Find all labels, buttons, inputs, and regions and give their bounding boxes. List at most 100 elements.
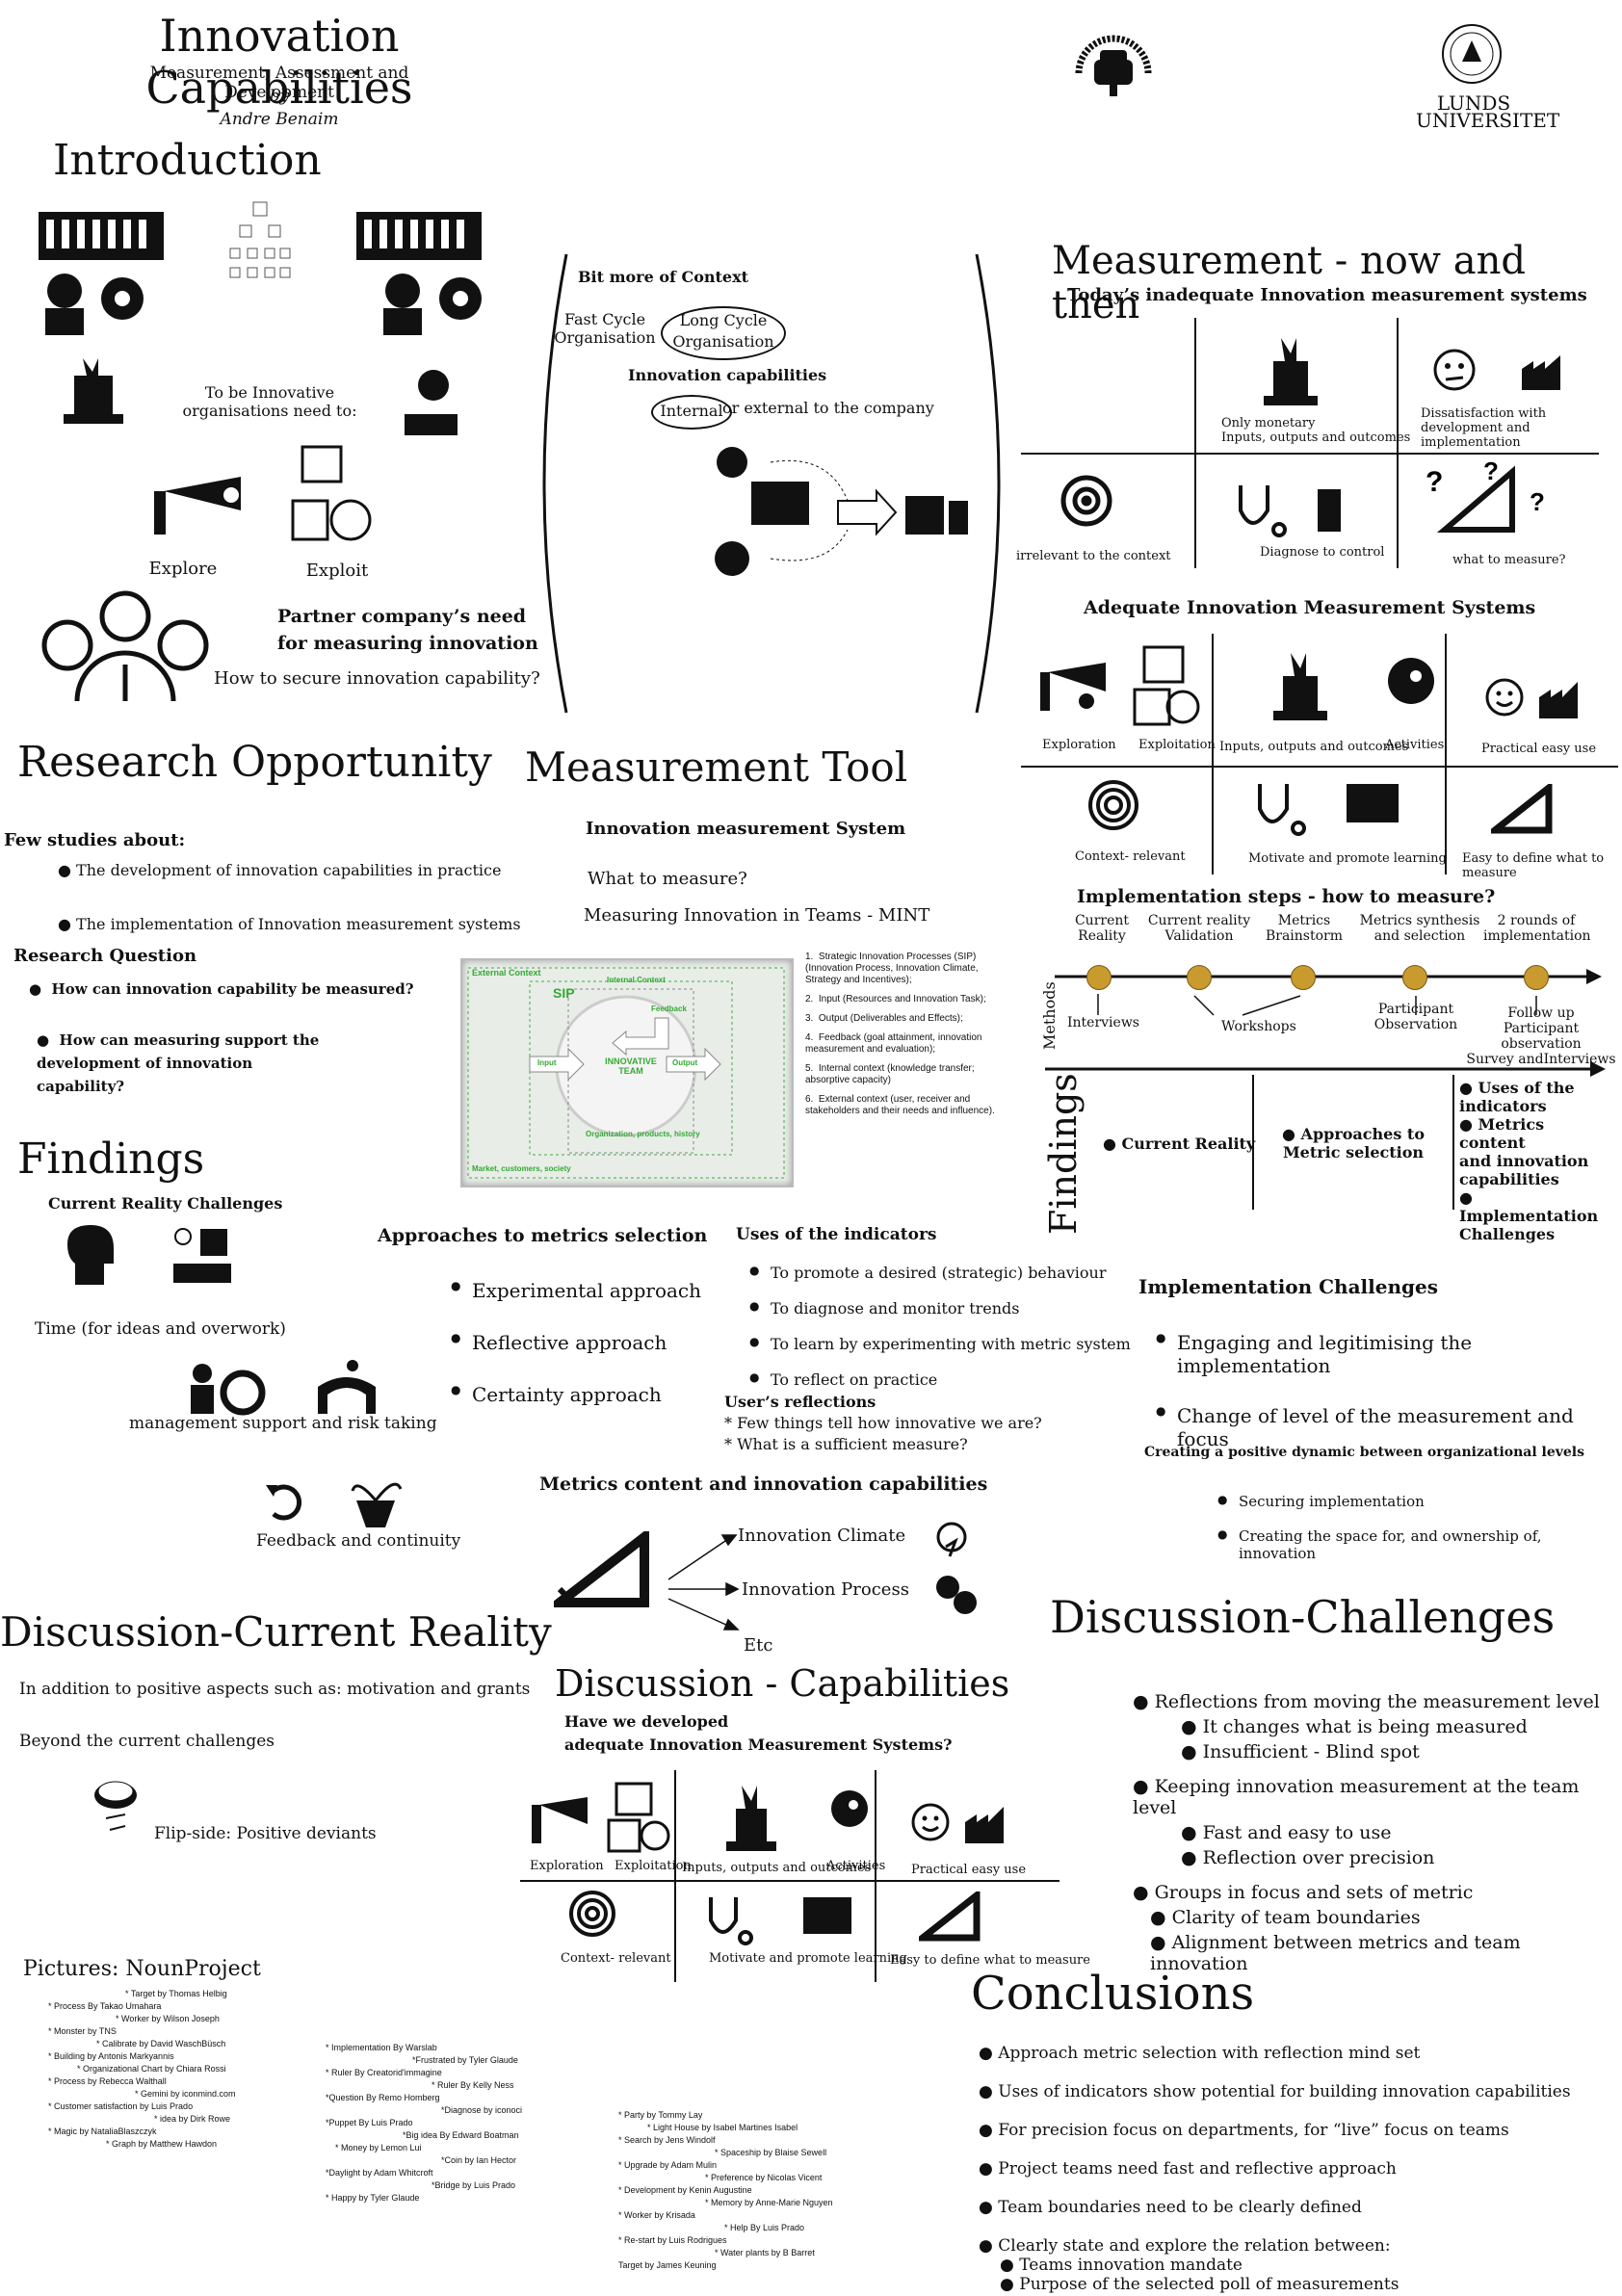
metric-process: Innovation Process	[742, 1579, 909, 1600]
magic-hat-icon	[60, 356, 127, 429]
challenge-group: ● Groups in focus and sets of metric	[1133, 1882, 1474, 1903]
impl-item: Engaging and legitimising the implementa…	[1156, 1331, 1622, 1377]
mint-items: 1. Strategic Innovation Processes (SIP) …	[805, 952, 1046, 1117]
partner-need: Partner company’s need for measuring inn…	[277, 606, 538, 654]
intro-heading: Introduction	[53, 136, 322, 185]
context-heading: Bit more of Context	[578, 268, 749, 286]
step-1: Current Reality	[1074, 913, 1130, 944]
divider	[674, 1770, 676, 1982]
credit-line: * Search by Jens Windolf	[618, 2135, 716, 2145]
credit-line: * Process By Takao Umahara	[48, 2001, 162, 2011]
mint-diagram: External Context SIP Internal Context Fe…	[460, 958, 794, 1187]
reflections-heading: User’s reflections	[724, 1393, 876, 1411]
credits-col-2: * Implementation By Warslab *Frustrated …	[306, 2042, 557, 2205]
mint-internal: Internal Context	[607, 976, 666, 984]
divider	[1194, 318, 1196, 568]
credit-line: * Help By Luis Prado	[724, 2223, 805, 2232]
dynamic-item: Securing implementation	[1217, 1493, 1622, 1510]
cap-inputs: Inputs, outputs and outcomes	[682, 1861, 872, 1875]
method-observation: Participant Observation	[1373, 1002, 1458, 1032]
credit-line: * Building by Antonis Markyannis	[48, 2051, 174, 2061]
conclusion-item: ● Team boundaries need to be clearly def…	[979, 2198, 1362, 2217]
author: Andre Benaim	[220, 110, 339, 129]
metric-etc: Etc	[744, 1635, 773, 1656]
what-measure: what to measure?	[1452, 553, 1566, 567]
divider	[1452, 1075, 1454, 1210]
credit-line: * Calibrate by David WaschBüsch	[96, 2039, 226, 2048]
implementation-heading: Implementation steps - how to measure?	[1077, 886, 1496, 907]
credit-line: * Ruler By Creatorid'immagine	[326, 2068, 442, 2077]
mint-item: 3. Output (Deliverables and Effects);	[805, 1013, 963, 1024]
mint-item: 1. Strategic Innovation Processes (SIP) …	[805, 952, 979, 985]
mint-market: Market, customers, society	[472, 1164, 571, 1173]
cap-practical: Practical easy use	[911, 1863, 1027, 1877]
adequate-context: Context- relevant	[1075, 849, 1186, 864]
internal-label: Internal	[651, 395, 732, 430]
worker-icon	[364, 270, 489, 337]
divider	[1397, 318, 1399, 568]
mint-org: Organization, products, history	[586, 1130, 700, 1138]
credit-line: * Memory by Anne-Marie Nguyen	[705, 2198, 833, 2207]
ruler-icon	[912, 1888, 986, 1942]
credit-line: * Money by Lemon Lui	[335, 2143, 422, 2152]
credit-line: * Worker by Wilson Joseph	[116, 2014, 220, 2023]
credit-line: * Organizational Chart by Chiara Rossi	[77, 2064, 226, 2074]
use-item: To learn by experimenting with metric sy…	[749, 1335, 1131, 1353]
credit-line: * Ruler By Kelly Ness	[432, 2080, 514, 2090]
metrics-heading: Metrics content and innovation capabilit…	[539, 1474, 988, 1495]
study-2: ● The implementation of Innovation measu…	[58, 915, 521, 933]
conclusion-item: ● Uses of indicators show potential for …	[979, 2082, 1571, 2101]
adequate-practical: Practical easy use	[1481, 742, 1597, 756]
divider	[1252, 1075, 1254, 1210]
target-icon	[1086, 778, 1140, 832]
long-cycle: Long Cycle Organisation	[661, 306, 786, 360]
disc-challenges-list: ● Reflections from moving the measuremen…	[1133, 1691, 1614, 1974]
conclusion-item: ● Clearly state and explore the relation…	[979, 2236, 1391, 2256]
approaches-list: Experimental approach Reflective approac…	[451, 1279, 701, 1416]
external-label: or external to the company	[722, 399, 934, 417]
challenge-group: ● Reflections from moving the measuremen…	[1133, 1691, 1600, 1712]
reflection-1: * Few things tell how innovative we are?	[724, 1414, 1042, 1432]
stethoscope-teach-icon	[1252, 780, 1406, 838]
finding-current-label: Current Reality	[1121, 1135, 1256, 1153]
disc-current-p2: Beyond the current challenges	[19, 1732, 275, 1751]
metrics-arrows	[665, 1522, 742, 1637]
explore-exploit-icons	[520, 1780, 674, 1857]
mint-item: 5. Internal context (knowledge transfer;…	[805, 1063, 975, 1085]
challenge-sub: ● Reflection over precision	[1181, 1847, 1435, 1868]
dynamic-item: Creating the space for, and ownership of…	[1217, 1527, 1622, 1562]
uses-list: To promote a desired (strategic) behavio…	[749, 1264, 1131, 1398]
uses-heading: Uses of the indicators	[736, 1225, 937, 1244]
mint-output: Output	[672, 1058, 698, 1067]
irrelevant: irrelevant to the context	[1016, 549, 1171, 563]
secure-question: How to secure innovation capability?	[214, 668, 540, 689]
worker-icon	[21, 270, 146, 337]
timeline-dot	[1187, 965, 1212, 990]
challenge-sub: ● Clarity of team boundaries	[1150, 1907, 1421, 1928]
conclusion-sub: ● Purpose of the selected poll of measur…	[1000, 2275, 1400, 2294]
finding-uses: ● Uses of the indicators	[1459, 1079, 1575, 1115]
credit-line: * Spaceship by Blaise Sewell	[715, 2148, 827, 2157]
flip-side: Flip-side: Positive deviants	[154, 1824, 377, 1843]
challenge-group: ● Keeping innovation measurement at the …	[1133, 1776, 1580, 1818]
org-chart-icon	[226, 200, 294, 287]
timeline-dot	[1086, 965, 1112, 990]
method-interviews: Interviews	[1067, 1015, 1139, 1031]
disc-cap-heading: Discussion - Capabilities	[555, 1662, 1010, 1705]
use-item: To diagnose and monitor trends	[749, 1299, 1131, 1318]
divider	[1021, 766, 1618, 768]
credit-line: *Puppet By Luis Prado	[326, 2118, 413, 2127]
step-2: Current reality Validation	[1147, 913, 1251, 944]
divider	[875, 1770, 876, 1982]
coin-icon	[87, 1774, 144, 1841]
timeline-arrows	[1060, 992, 1599, 1019]
management-challenge: management support and risk taking	[129, 1414, 437, 1433]
finding-approaches: ● Approaches to Metric selection	[1282, 1125, 1425, 1161]
bth-logo	[1067, 21, 1160, 114]
cap-exploitation: Exploitation	[615, 1859, 692, 1873]
intro-need-text: To be Innovative organisations need to:	[182, 383, 357, 420]
credit-line: *Big idea By Edward Boatman	[403, 2130, 519, 2140]
credit-line: * Target by Thomas Helbig	[125, 1989, 227, 1998]
method-followup: Follow up Participant observation Survey…	[1466, 1005, 1616, 1067]
magic-hat-icon	[1262, 332, 1320, 409]
